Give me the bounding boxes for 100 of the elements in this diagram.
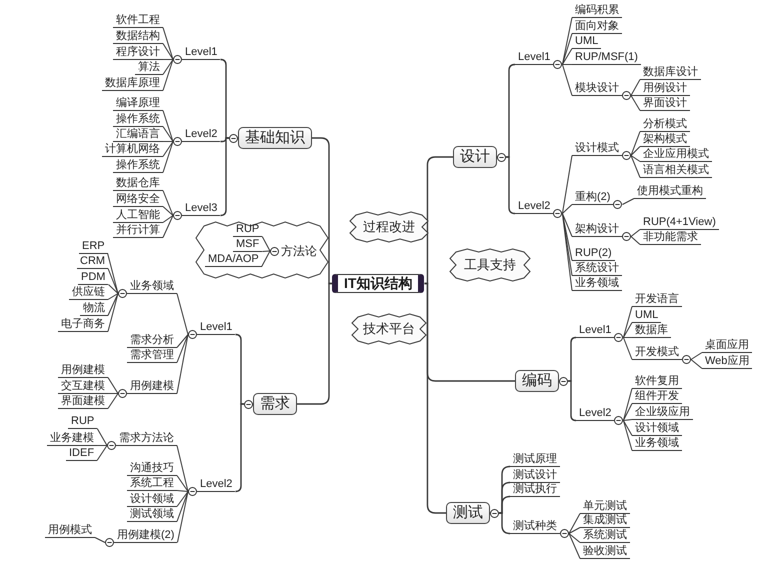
connector-line: [162, 141, 174, 173]
connector-line: [108, 393, 118, 409]
connector-line: [108, 284, 118, 294]
topic-label: 使用模式重构: [634, 185, 706, 199]
connector-line: [162, 110, 174, 142]
topic-label: 编码积累: [572, 4, 622, 18]
connector-line: [562, 17, 572, 65]
topic-label: RUP/MSF(1): [572, 51, 641, 65]
topic-label: 设计领域: [632, 422, 682, 436]
topic-label: 数据库原理: [102, 77, 163, 91]
topic-label: 设计模式: [572, 142, 622, 156]
connector-line: [568, 527, 580, 534]
topic-label: 模块设计: [572, 82, 622, 96]
connector-line: [562, 213, 572, 291]
connector-line: [96, 445, 108, 461]
connector-line: [622, 388, 632, 421]
connector-line: [176, 334, 188, 363]
connector-line: [234, 334, 244, 405]
connector-line: [562, 48, 572, 65]
topic-label: 交互建模: [58, 380, 108, 394]
connector-line: [562, 64, 572, 65]
topic-label: 需求分析: [127, 334, 177, 348]
topic-label: 单元测试: [580, 500, 630, 514]
connector-line: [162, 126, 174, 142]
connector-line: [162, 59, 174, 91]
connector-line: [690, 359, 702, 369]
connector-line: [506, 64, 516, 158]
topic-label: UML: [632, 309, 662, 323]
topic-label: 设计领域: [127, 493, 177, 507]
topic-label: 语言相关模式: [640, 164, 712, 178]
topic-label: Level3: [182, 202, 220, 216]
connector-line: [220, 58, 229, 139]
connector-line: [424, 282, 446, 514]
topic-label: Level2: [515, 200, 554, 214]
topic-label: 验收测试: [580, 545, 630, 559]
connector-line: [562, 213, 572, 237]
connector-line: [162, 59, 174, 75]
connector-line: [424, 156, 453, 284]
main-topic-box: 需求: [253, 393, 297, 415]
topic-label: Web应用: [702, 355, 752, 369]
connector-line: [630, 146, 640, 156]
connector-line: [220, 137, 229, 216]
connector-line: [312, 137, 332, 284]
topic-label: CRM: [77, 255, 108, 269]
topic-label: 架构模式: [640, 133, 690, 147]
topic-label: 分析模式: [640, 118, 690, 132]
topic-label: 汇编语言: [113, 128, 163, 142]
connector-line: [630, 155, 640, 162]
topic-label: 计算机网络: [102, 143, 163, 157]
topic-label: 开发模式: [632, 346, 682, 360]
connector-line: [622, 322, 632, 338]
topic-label: 用例建模: [127, 380, 177, 394]
topic-label: RUP(4+1View): [640, 216, 719, 230]
topic-label: 需求方法论: [116, 432, 177, 446]
topic-label: Level1: [515, 51, 554, 65]
topic-label: 系统设计: [572, 262, 622, 276]
connector-line: [630, 236, 640, 245]
connector-line: [622, 337, 632, 338]
connector-line: [630, 131, 640, 156]
connector-line: [562, 213, 572, 276]
connector-line: [630, 95, 640, 96]
connector-line: [162, 215, 174, 238]
connector-line: [562, 155, 572, 214]
connector-line: [162, 215, 174, 223]
connector-line: [162, 206, 174, 216]
connector-line: [499, 496, 511, 514]
topic-label: 用例模式: [45, 524, 95, 538]
topic-label: 非功能需求: [640, 231, 701, 245]
topic-label: 并行计算: [113, 224, 163, 238]
connector-line: [162, 190, 174, 216]
topic-label: 物流: [80, 302, 108, 316]
connector-line: [630, 79, 640, 96]
topic-label: RUP(2): [572, 247, 615, 261]
topic-label: UML: [572, 35, 602, 49]
floating-topic: 工具支持: [450, 249, 530, 281]
connector-line: [562, 33, 572, 65]
connector-line: [568, 380, 577, 422]
wavy-boundary: [196, 222, 328, 278]
topic-label: 测试领域: [127, 508, 177, 522]
connector-line: [690, 352, 702, 360]
topic-label: ERP: [79, 240, 108, 254]
connector-line: [96, 428, 108, 446]
connector-line: [622, 420, 632, 451]
topic-label: IDEF: [66, 447, 98, 461]
topic-label: 人工智能: [113, 209, 163, 223]
topic-label: 数据结构: [113, 30, 163, 44]
connector-line: [162, 59, 174, 60]
connector-line: [108, 393, 118, 394]
topic-label: 编译原理: [113, 97, 163, 111]
topic-label: Level1: [182, 46, 220, 60]
topic-label: 业务建模: [47, 432, 97, 446]
topic-label: 业务领域: [127, 280, 177, 294]
topic-label: 测试执行: [510, 483, 560, 497]
connector-line: [562, 213, 572, 261]
topic-label: Level2: [197, 478, 236, 492]
topic-label: RUP: [68, 415, 98, 429]
topic-label: 测试原理: [510, 453, 560, 467]
topic-label: Level2: [576, 407, 614, 421]
connector-line: [162, 141, 174, 157]
connector-line: [162, 43, 174, 60]
